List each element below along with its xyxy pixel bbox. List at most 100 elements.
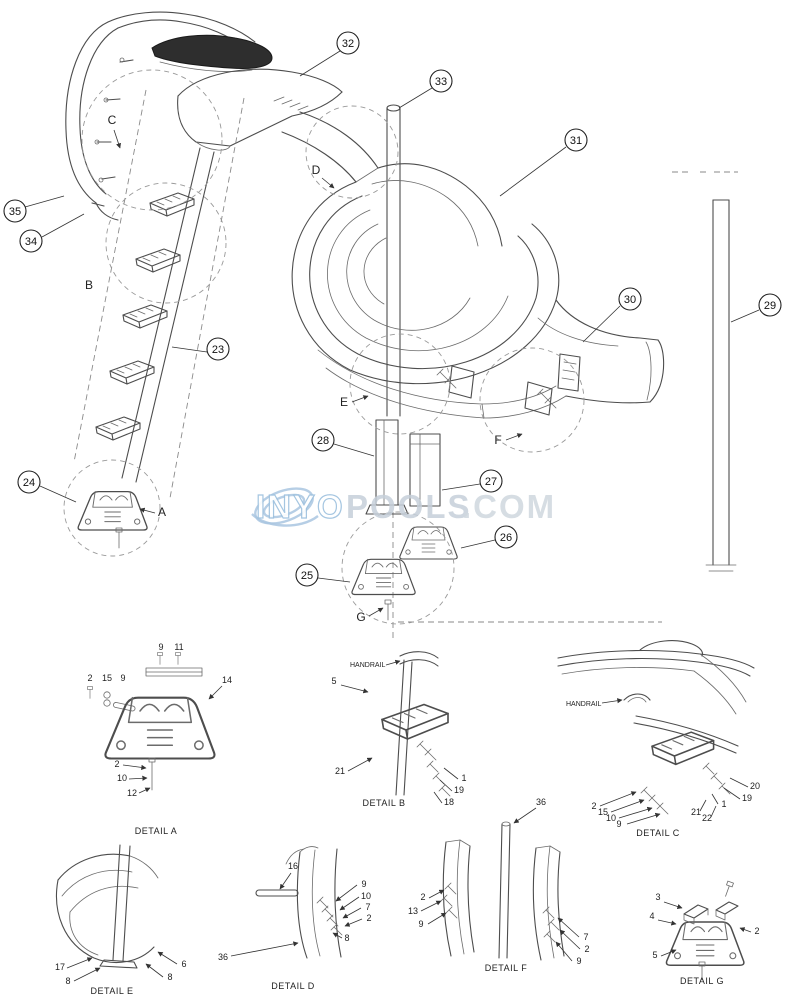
part-number: 2 <box>114 759 119 769</box>
svg-text:29: 29 <box>764 300 776 312</box>
detail-label: DETAIL F <box>485 963 528 973</box>
detail-label: DETAIL D <box>271 981 315 991</box>
part-number: 13 <box>408 906 418 916</box>
part-number: 14 <box>222 675 232 685</box>
support-legs <box>365 419 441 515</box>
detail-region-circles <box>63 69 585 625</box>
svg-text:30: 30 <box>624 294 636 306</box>
ref-letter-E: E <box>340 395 348 409</box>
part-number: 2 <box>366 913 371 923</box>
part-number: 9 <box>418 919 423 929</box>
detail-label: DETAIL C <box>636 828 680 838</box>
callout-30: 30 <box>582 287 642 343</box>
watermark-text-inyo: INYO <box>256 488 345 525</box>
part-number: 1 <box>461 773 466 783</box>
part-number: 4 <box>649 911 654 921</box>
detail-g: 3 4 5 2 DETAIL G <box>649 880 760 986</box>
callout-28: 28 <box>311 428 375 457</box>
spiral-flume <box>291 163 567 419</box>
ladder-assembly <box>73 89 245 549</box>
svg-text:27: 27 <box>485 476 497 488</box>
detail-label: DETAIL B <box>362 798 405 808</box>
callout-31: 31 <box>499 128 588 197</box>
watermark: INYO POOLS .COM <box>251 487 556 527</box>
part-number: 2 <box>420 892 425 902</box>
part-number: 9 <box>158 642 163 652</box>
svg-text:31: 31 <box>570 135 582 147</box>
part-number: 36 <box>218 952 228 962</box>
part-number: 7 <box>583 932 588 942</box>
part-number: 2 <box>754 926 759 936</box>
part-number: 18 <box>444 797 454 807</box>
detail-e: 17 8 6 8 DETAIL E <box>55 844 187 996</box>
part-number: 19 <box>454 785 464 795</box>
part-number: 12 <box>127 788 137 798</box>
part-number: 36 <box>536 797 546 807</box>
upper-chute-section <box>281 111 379 183</box>
ref-letter-G: G <box>356 610 365 624</box>
callout-29: 29 <box>730 293 782 323</box>
anchor-bases <box>351 526 458 621</box>
ref-letter-C: C <box>108 113 117 127</box>
watermark-text-com: .COM <box>462 488 556 525</box>
part-number: 10 <box>606 813 616 823</box>
part-number: 21 <box>335 766 345 776</box>
support-post <box>672 171 738 572</box>
part-number: 2 <box>584 944 589 954</box>
callout-26: 26 <box>460 525 518 549</box>
detail-label: DETAIL E <box>90 986 133 996</box>
part-number: 19 <box>742 793 752 803</box>
ref-letter-D: D <box>312 163 321 177</box>
detail-f: 36 2 13 9 7 2 9 DETAIL F <box>408 797 590 973</box>
callout-24: 24 <box>17 470 77 503</box>
center-pole <box>386 104 662 642</box>
detail-label: DETAIL A <box>135 826 178 836</box>
callout-25: 25 <box>295 563 351 587</box>
part-number: 8 <box>65 976 70 986</box>
part-number: 15 <box>102 673 112 683</box>
callout-34: 34 <box>19 213 85 253</box>
part-number: 8 <box>167 972 172 982</box>
part-number: 1 <box>721 799 726 809</box>
part-number: 22 <box>702 813 712 823</box>
svg-text:34: 34 <box>25 236 37 248</box>
part-number: 8 <box>344 933 349 943</box>
svg-text:24: 24 <box>23 477 35 489</box>
callout-27: 27 <box>441 469 503 493</box>
part-number: 6 <box>181 959 186 969</box>
main-assembly <box>63 11 738 642</box>
svg-text:35: 35 <box>9 206 21 218</box>
handrail-label: HANDRAIL <box>566 701 602 708</box>
part-number: 11 <box>174 642 183 652</box>
detail-c: HANDRAIL 20 19 1 2 15 10 9 21 22 DETAIL … <box>557 640 760 838</box>
part-number: 7 <box>365 902 370 912</box>
detail-d: 16 36 9 10 7 2 8 DETAIL D <box>218 846 372 991</box>
part-number: 20 <box>750 781 760 791</box>
part-number: 17 <box>55 962 65 972</box>
svg-text:32: 32 <box>342 38 354 50</box>
detail-b: HANDRAIL 5 21 1 19 18 DETAIL B <box>331 651 467 808</box>
detail-label: DETAIL G <box>680 976 724 986</box>
slide-entry-hood <box>177 68 343 151</box>
part-number: 5 <box>331 676 336 686</box>
exit-run <box>537 299 665 404</box>
svg-text:23: 23 <box>212 344 224 356</box>
part-number: 16 <box>288 861 298 871</box>
callout-23: 23 <box>171 337 230 361</box>
svg-text:28: 28 <box>317 435 329 447</box>
svg-text:25: 25 <box>301 570 313 582</box>
watermark-text-pools: POOLS <box>346 488 472 525</box>
callout-35: 35 <box>3 195 65 223</box>
svg-text:26: 26 <box>500 532 512 544</box>
part-number: 9 <box>361 879 366 889</box>
part-number: 21 <box>691 807 701 817</box>
handrail-label: HANDRAIL <box>350 662 386 669</box>
ref-letter-B: B <box>85 278 93 292</box>
part-number: 2 <box>591 801 596 811</box>
ref-letters: C B A D E F G <box>85 113 523 624</box>
part-number: 15 <box>598 807 608 817</box>
callout-32: 32 <box>299 31 360 77</box>
part-number: 3 <box>655 892 660 902</box>
